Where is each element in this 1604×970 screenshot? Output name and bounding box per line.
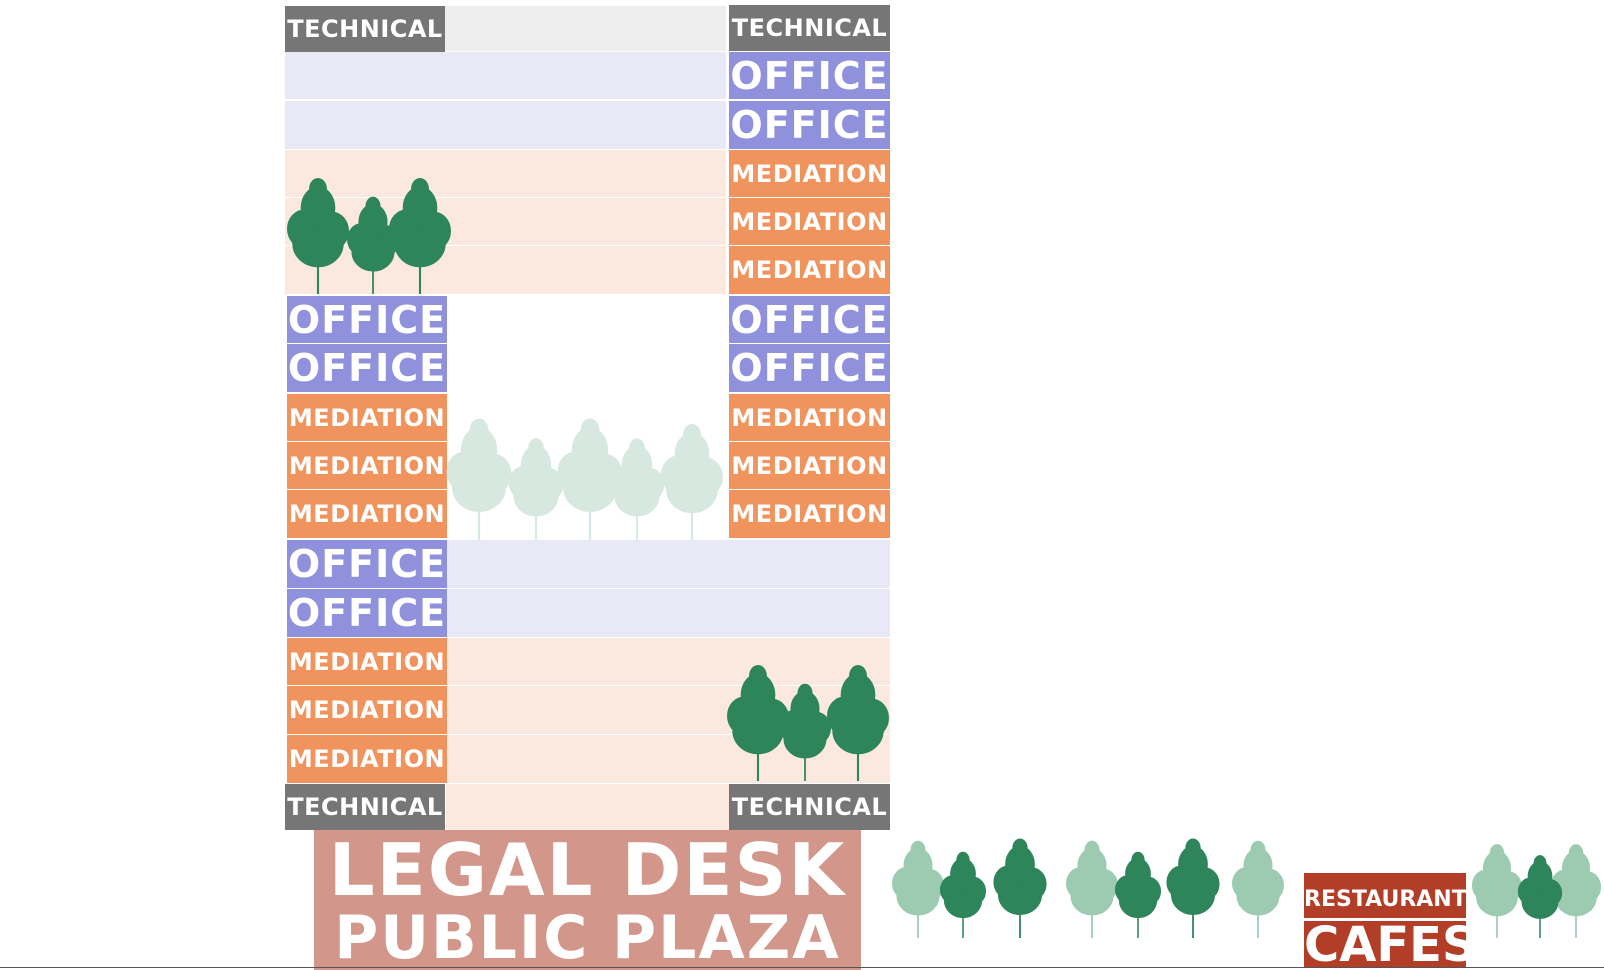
mediation-label: MEDIATION xyxy=(729,198,890,245)
mediation-label: MEDIATION xyxy=(729,150,890,197)
mediation-label: MEDIATION xyxy=(287,442,447,489)
mediation-label: MEDIATION xyxy=(729,490,890,538)
mediation-label: MEDIATION xyxy=(729,442,890,489)
technical-label: TECHNICAL xyxy=(729,5,890,51)
office-label: OFFICE xyxy=(287,540,447,588)
technical-label: TECHNICAL xyxy=(285,6,445,52)
restaurant-label: RESTAURANT xyxy=(1304,887,1466,912)
divider xyxy=(1304,918,1466,921)
technical-label: TECHNICAL xyxy=(285,784,445,830)
office-label: OFFICE xyxy=(729,101,890,149)
mediation-label: MEDIATION xyxy=(729,394,890,441)
restaurant-cafes-block: RESTAURANT CAFES xyxy=(1304,873,1466,968)
floor-band-office xyxy=(446,589,890,637)
floor-band-mediation xyxy=(285,150,726,197)
office-label: OFFICE xyxy=(729,52,890,99)
mediation-label: MEDIATION xyxy=(287,490,447,538)
office-label: OFFICE xyxy=(287,296,447,343)
technical-label: TECHNICAL xyxy=(729,784,890,830)
mediation-label: MEDIATION xyxy=(287,638,447,685)
legal-desk-public-plaza-block: LEGAL DESK PUBLIC PLAZA xyxy=(314,830,861,970)
office-label: OFFICE xyxy=(729,296,890,343)
mediation-label: MEDIATION xyxy=(729,246,890,294)
mediation-label: MEDIATION xyxy=(287,686,447,734)
floor-band-mediation xyxy=(446,638,890,685)
cafes-label: CAFES xyxy=(1304,917,1466,968)
legal-desk-label: LEGAL DESK xyxy=(328,830,847,912)
floor-band-office xyxy=(285,101,726,149)
floor-band-office xyxy=(285,52,726,99)
office-label: OFFICE xyxy=(287,589,447,637)
mediation-label: MEDIATION xyxy=(287,394,447,441)
office-label: OFFICE xyxy=(287,344,447,392)
floor-band-office xyxy=(446,540,890,588)
public-plaza-label: PUBLIC PLAZA xyxy=(334,903,841,970)
office-label: OFFICE xyxy=(729,344,890,392)
mediation-label: MEDIATION xyxy=(287,735,447,783)
